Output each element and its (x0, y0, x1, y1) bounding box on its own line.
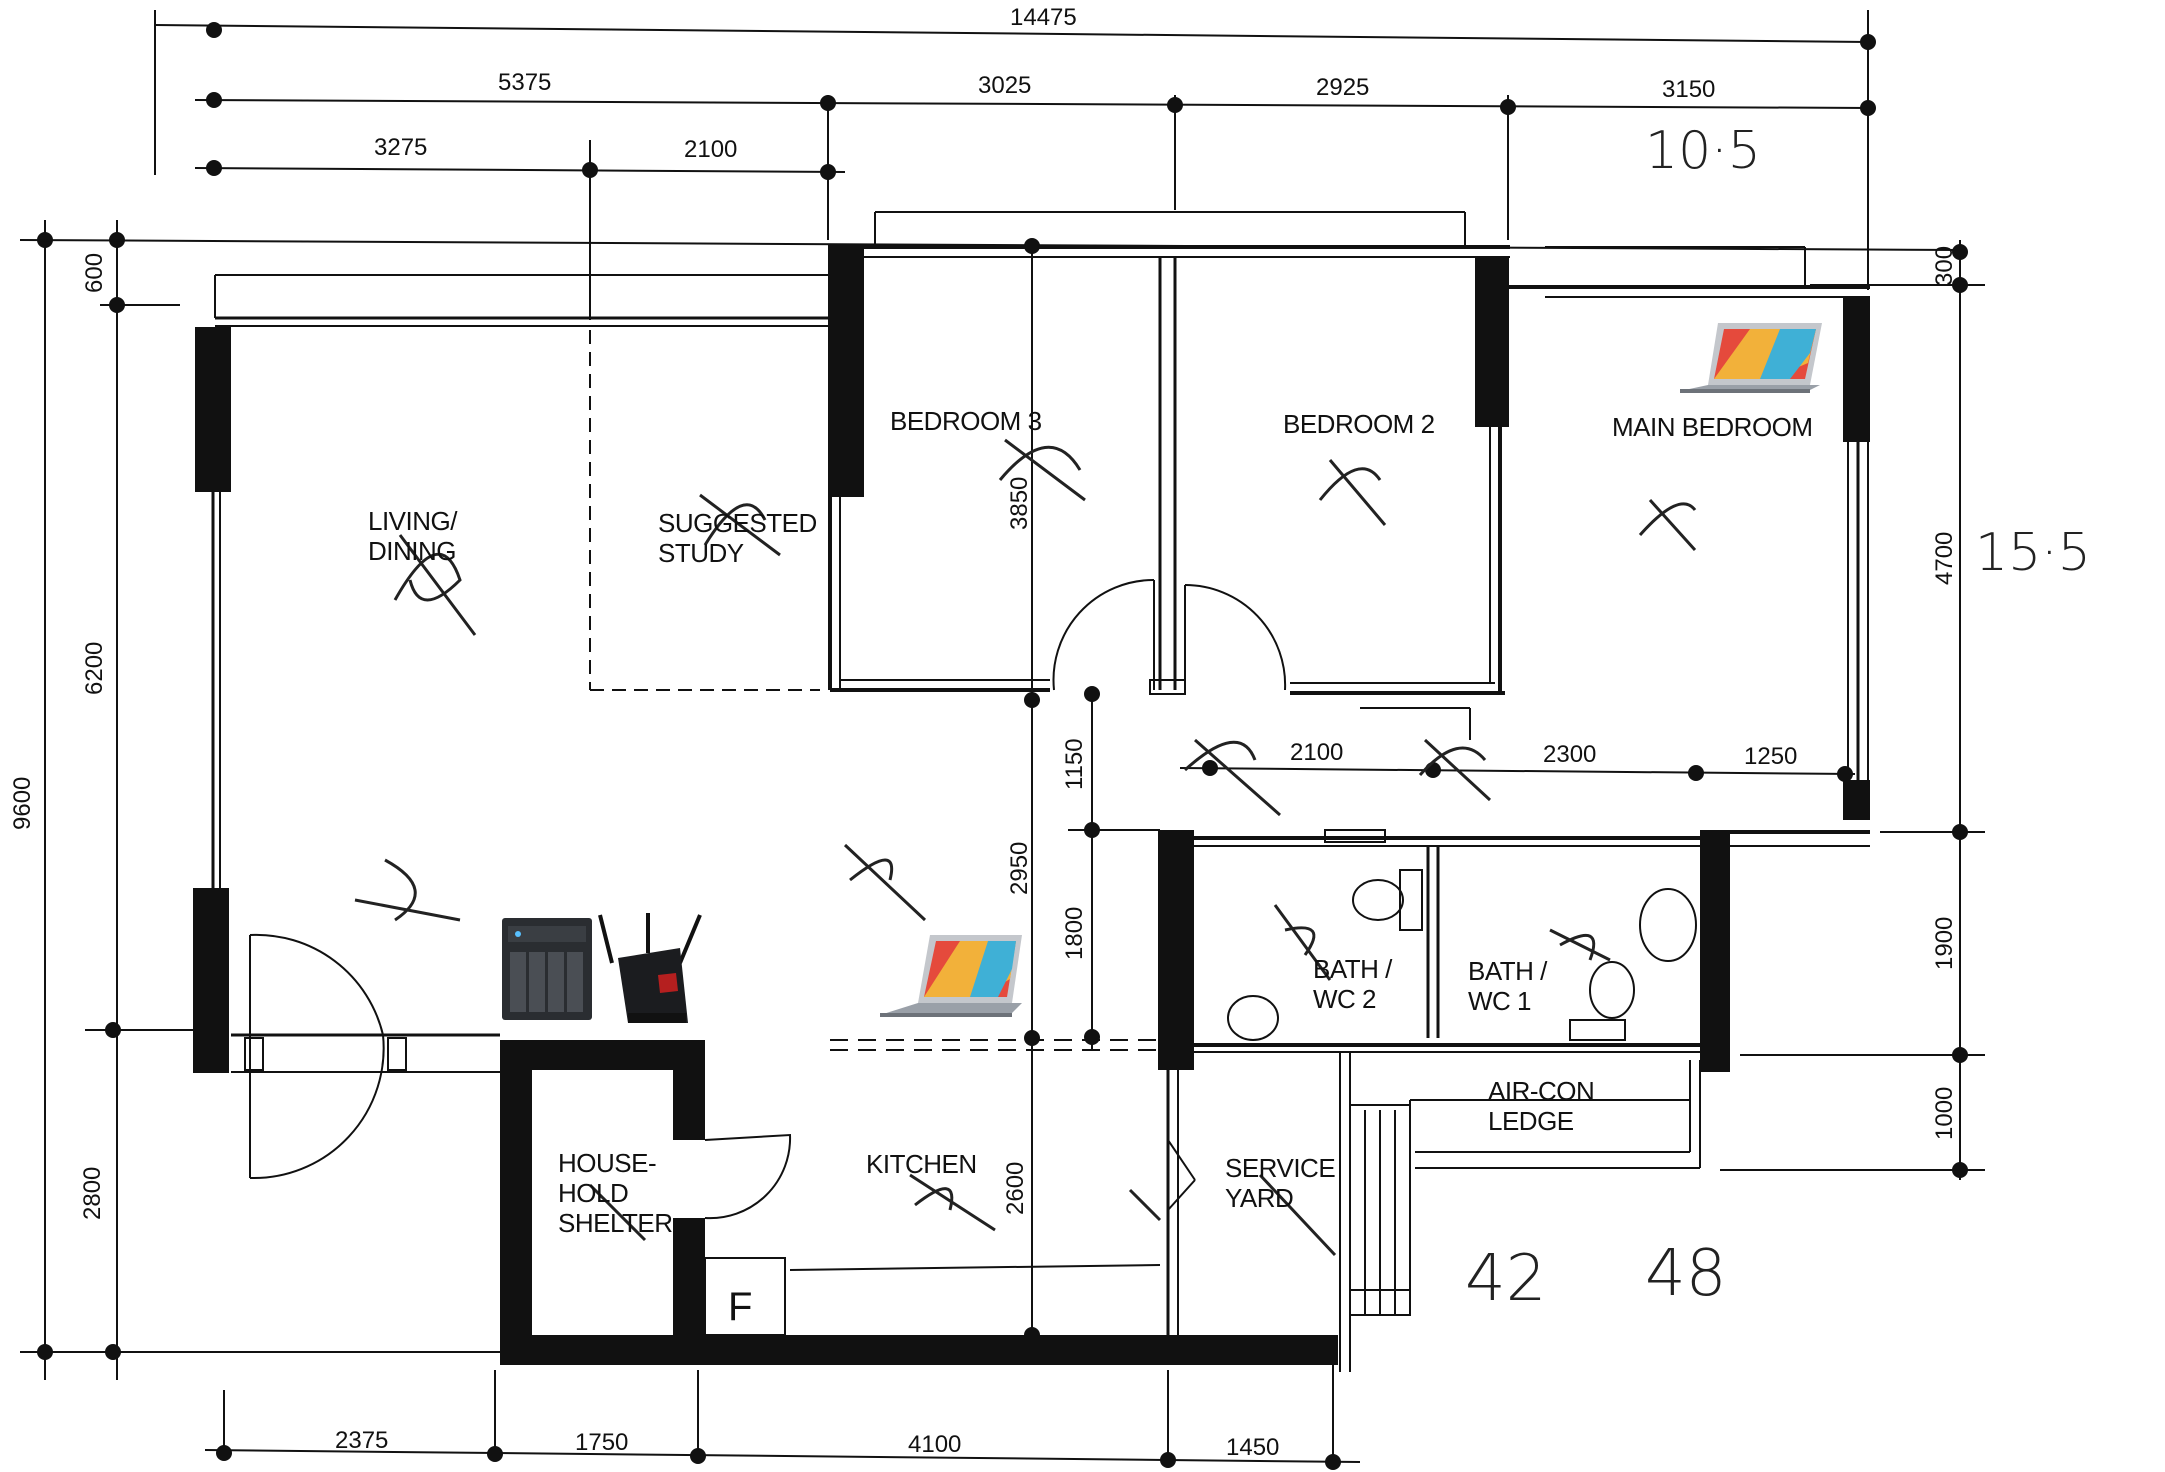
doors (249, 578, 1471, 1220)
dim-top2-2: 2100 (684, 136, 737, 163)
handwritten-top-right: 10·5 (1645, 121, 1761, 181)
dim-right-1900: 1900 (1931, 917, 1958, 970)
dimension-labels: 14475 5375 3025 2925 3150 3275 2100 9600… (9, 4, 1958, 1461)
bathroom-fixtures (1227, 829, 1697, 1041)
bath1-label-1: BATH / (1468, 956, 1548, 986)
kitchen-label: KITCHEN (866, 1149, 977, 1179)
dim-2100: 2100 (1290, 739, 1343, 766)
bedroom3-label: BEDROOM 3 (890, 406, 1042, 436)
dim-2600: 2600 (1002, 1162, 1029, 1215)
dim-2300: 2300 (1543, 741, 1596, 768)
dim-bottom-3: 4100 (908, 1431, 961, 1458)
bath2-label-2: WC 2 (1313, 984, 1376, 1014)
handwritten-numbers: 10·5 15·5 42 48 (1465, 121, 2091, 1316)
dim-right-1000: 1000 (1931, 1087, 1958, 1140)
dim-top-3: 2925 (1316, 74, 1369, 101)
bath1-label-2: WC 1 (1468, 986, 1531, 1016)
fridge-label: F (728, 1285, 752, 1329)
dim-total: 14475 (1010, 4, 1077, 31)
dim-top-2: 3025 (978, 72, 1031, 99)
bedroom2-label: BEDROOM 2 (1283, 409, 1435, 439)
dim-bottom-1: 2375 (335, 1427, 388, 1454)
router-icon (598, 913, 702, 1023)
dim-left-2800: 2800 (79, 1167, 106, 1220)
dim-1250: 1250 (1744, 743, 1797, 770)
nas-icon (502, 918, 592, 1020)
shelter-label-2: HOLD (558, 1178, 628, 1208)
main-bedroom-label: MAIN BEDROOM (1612, 412, 1813, 442)
shelter-label-3: SHELTER (558, 1208, 673, 1238)
dim-right-4700: 4700 (1931, 532, 1958, 585)
dim-left-outer: 9600 (9, 777, 36, 830)
dim-bedroom3-depth: 3850 (1006, 477, 1033, 530)
service-yard-label-1: SERVICE (1225, 1153, 1335, 1183)
aircon-label-2: LEDGE (1488, 1106, 1574, 1136)
dim-bottom-4: 1450 (1226, 1434, 1279, 1461)
study-label-2: STUDY (658, 538, 744, 568)
laptop-icon (880, 935, 1022, 1017)
dim-bottom-2: 1750 (575, 1429, 628, 1456)
dim-2950: 2950 (1006, 842, 1033, 895)
study-label-1: SUGGESTED (658, 508, 817, 538)
handwritten-bottom-b: 48 (1645, 1237, 1726, 1311)
dim-1150: 1150 (1061, 738, 1088, 790)
dim-right-300: 300 (1931, 246, 1958, 286)
shelter-label-1: HOUSE- (558, 1148, 656, 1178)
handwritten-bottom-a: 42 (1465, 1242, 1546, 1316)
service-yard-label-2: YARD (1225, 1183, 1293, 1213)
handwritten-marks (354, 438, 1697, 1257)
laptop-icon (1680, 323, 1822, 393)
dim-top-1: 5375 (498, 69, 551, 96)
dim-left-600: 600 (81, 253, 108, 293)
room-labels: LIVING/ DINING SUGGESTED STUDY BEDROOM 3… (368, 406, 1813, 1329)
dim-left-6200: 6200 (81, 642, 108, 695)
living-label-1: LIVING/ (368, 506, 458, 536)
dim-top-4: 3150 (1662, 76, 1715, 103)
living-label-2: DINING (368, 536, 456, 566)
dimension-lines (19, 10, 1985, 1470)
handwritten-right: 15·5 (1975, 523, 2091, 583)
dim-1800: 1800 (1061, 907, 1088, 960)
aircon-label-1: AIR-CON (1488, 1076, 1594, 1106)
bath2-label-1: BATH / (1313, 954, 1393, 984)
dim-top2-1: 3275 (374, 134, 427, 161)
walls (193, 211, 1870, 1372)
